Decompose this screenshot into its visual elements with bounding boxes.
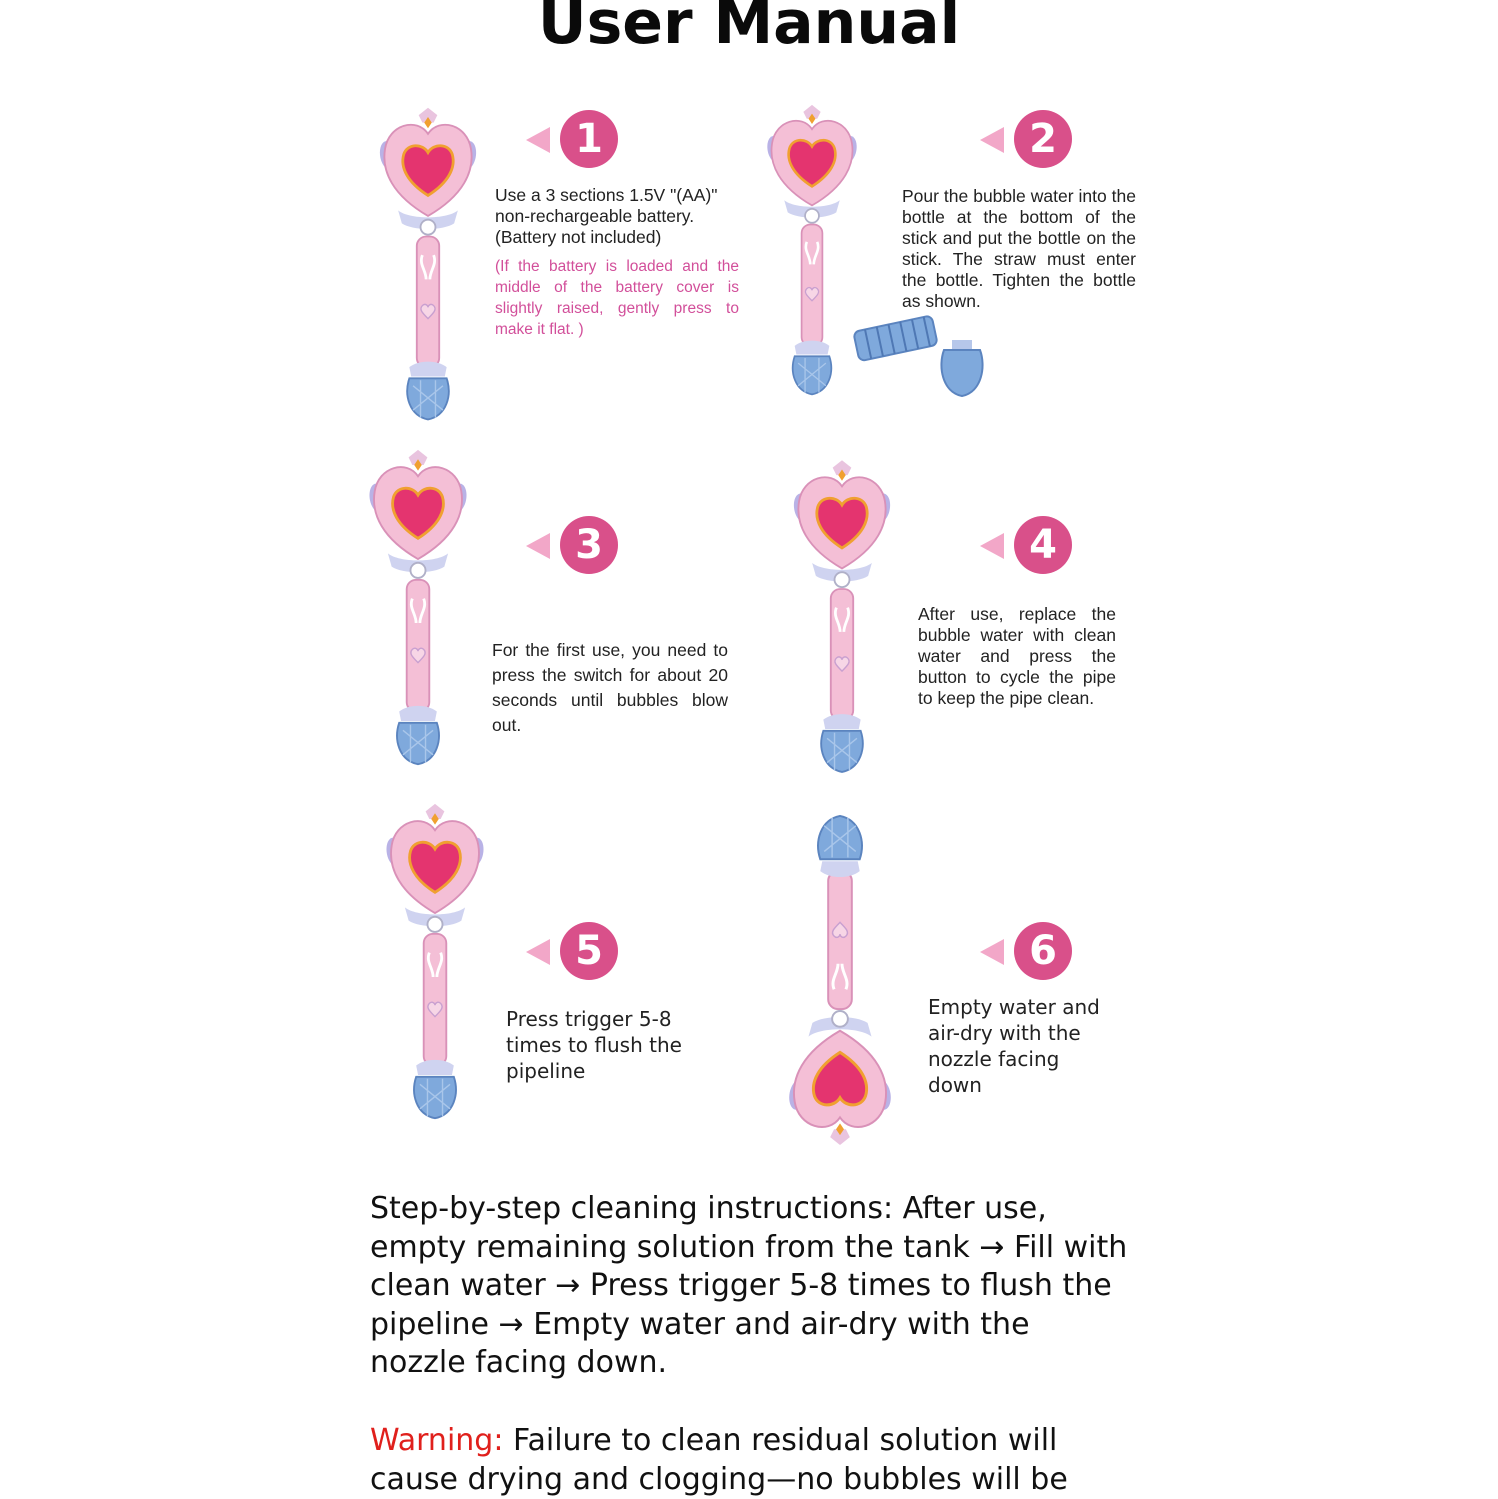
pointer-arrow-icon [526, 533, 550, 559]
step-5-badge: 5 [526, 922, 626, 982]
step-5-text: Press trigger 5-8 times to flush the pip… [506, 1007, 682, 1083]
step-3-text: For the first use, you need to press the… [492, 640, 728, 735]
step-1-badge: 1 [526, 110, 626, 170]
step-2-text: Pour the bubble water into the bottle at… [902, 186, 1136, 311]
step-3-badge: 3 [526, 516, 626, 576]
step-4-text: After use, replace the bubble water with… [918, 604, 1116, 708]
step-1-text: Use a 3 sections 1.5V "(AA)" non-recharg… [495, 185, 718, 226]
step-6-badge: 6 [980, 922, 1080, 982]
warning-text: Warning: Failure to clean residual solut… [370, 1422, 1130, 1499]
pointer-arrow-icon [980, 533, 1004, 559]
step-1-text-block: Use a 3 sections 1.5V "(AA)" non-recharg… [495, 185, 739, 340]
pointer-arrow-icon [980, 939, 1004, 965]
cleaning-instructions: Step-by-step cleaning instructions: Afte… [370, 1191, 1128, 1380]
wand-switch-illustration [358, 448, 478, 768]
pointer-arrow-icon [526, 939, 550, 965]
step-6-number: 6 [1014, 922, 1072, 980]
warning-label: Warning: [370, 1423, 504, 1458]
wand-fill-illustration [760, 98, 864, 403]
pointer-arrow-icon [526, 127, 550, 153]
step-3-number: 3 [560, 516, 618, 574]
bottle-icon [852, 300, 992, 400]
wand-dry-illustration [778, 812, 902, 1147]
wand-battery-illustration [372, 92, 484, 437]
step-1-sub: (Battery not included) [495, 227, 662, 247]
step-6-text: Empty water and air-dry with the nozzle … [928, 995, 1100, 1097]
pointer-arrow-icon [980, 127, 1004, 153]
step-5-number: 5 [560, 922, 618, 980]
page-title: User Manual [537, 0, 961, 58]
wand-trigger-illustration [376, 802, 494, 1122]
wand-rinse-illustration [786, 458, 898, 776]
step-2-badge: 2 [980, 110, 1080, 170]
step-4-badge: 4 [980, 516, 1080, 576]
step-1-note: (If the battery is loaded and the middle… [495, 258, 739, 338]
step-1-number: 1 [560, 110, 618, 168]
step-2-number: 2 [1014, 110, 1072, 168]
warning-body: Failure to clean residual solution will … [370, 1423, 1068, 1497]
step-4-number: 4 [1014, 516, 1072, 574]
